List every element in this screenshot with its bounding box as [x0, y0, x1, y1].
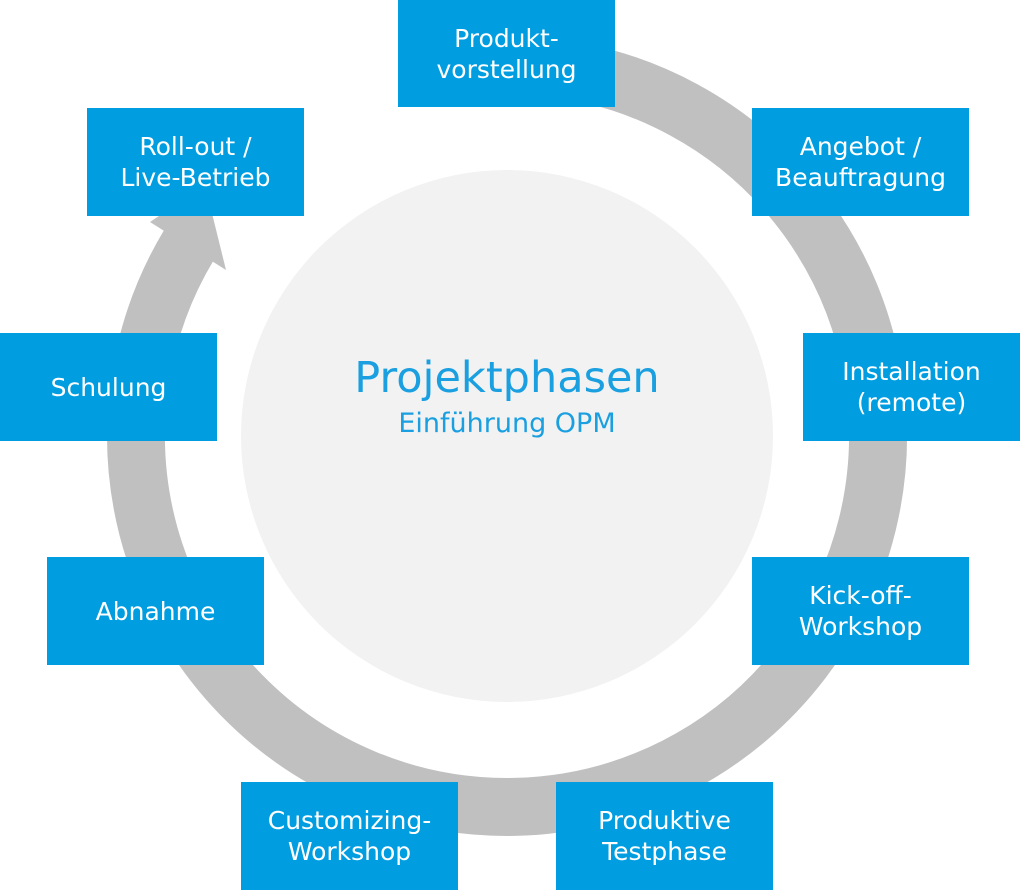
center-label: Projektphasen Einführung OPM	[241, 350, 773, 442]
center-circle	[241, 170, 773, 702]
phase-label: Workshop	[798, 612, 923, 641]
phase-label: Installation	[842, 357, 981, 386]
phase-customizing: Customizing-Workshop	[241, 782, 458, 890]
center-subtitle: Einführung OPM	[398, 408, 616, 439]
phase-produktvorstellung: Produkt-vorstellung	[398, 0, 615, 107]
phase-label: Schulung	[50, 372, 167, 402]
phase-kickoff: Kick-off-Workshop	[752, 557, 969, 665]
phase-label: Roll-out /	[139, 132, 252, 161]
phase-installation: Installation(remote)	[803, 333, 1020, 441]
phase-label: Angebot /	[799, 132, 922, 161]
phase-label: Beauftragung	[775, 163, 946, 192]
phase-schulung: Schulung	[0, 333, 217, 441]
phase-label: Abnahme	[95, 596, 216, 626]
phase-label: Customizing-	[267, 806, 432, 835]
center-title: Projektphasen	[354, 353, 660, 403]
phase-label: Produktive	[598, 806, 731, 835]
phase-label: Kick-off-	[809, 581, 912, 610]
phase-label: Workshop	[287, 837, 412, 866]
phase-label: (remote)	[856, 388, 967, 417]
phase-angebot: Angebot /Beauftragung	[752, 108, 969, 216]
phase-rollout: Roll-out /Live-Betrieb	[87, 108, 304, 216]
phase-label: Testphase	[602, 837, 727, 866]
phase-label: vorstellung	[436, 54, 577, 84]
phase-abnahme: Abnahme	[47, 557, 264, 665]
phase-label: Live-Betrieb	[120, 163, 271, 192]
phase-label: Produkt-	[454, 23, 559, 53]
